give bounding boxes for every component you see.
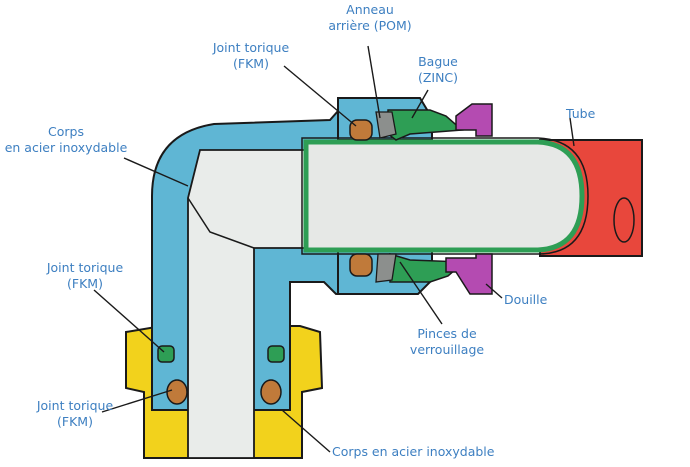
label-joint-torique-top: Joint torique (FKM) [212, 40, 290, 71]
leader-corps-bottom [281, 409, 331, 453]
leader-tube [569, 117, 575, 147]
douille-bottom [445, 253, 493, 295]
label-corps-bottom: Corps en acier inoxydable [332, 444, 495, 459]
label-bague: Bague (ZINC) [417, 54, 459, 85]
o-ring-nut-left-orange [166, 379, 188, 405]
back-ring-bottom [375, 253, 397, 283]
douille-top [455, 103, 493, 137]
leader-douille [485, 283, 503, 299]
label-joint-torique-mid: Joint torique (FKM) [46, 260, 124, 291]
bore-drill-point [187, 197, 255, 249]
label-anneau-arriere: Anneau arrière (POM) [328, 2, 412, 33]
tube-end-ellipse [613, 197, 635, 243]
label-tube: Tube [566, 106, 596, 121]
label-douille: Douille [504, 292, 548, 307]
o-ring-nut-right-green [267, 345, 285, 363]
leader-joint-bottom [101, 389, 173, 413]
leader-lines [93, 45, 575, 453]
leader-joint-top [283, 65, 357, 127]
leader-anneau [367, 45, 381, 119]
back-ring-top [375, 111, 397, 139]
leader-bague [411, 89, 429, 119]
o-ring-flange-bottom [349, 253, 373, 277]
leader-corps-top [123, 157, 189, 187]
leader-joint-mid [93, 289, 165, 353]
label-pinces-de-verrouillage: Pinces de verrouillage [409, 326, 485, 357]
label-corps-top: Corps en acier inoxydable [4, 124, 128, 155]
inserted-tube [303, 139, 585, 253]
inserted-tube-outline [301, 137, 589, 255]
o-ring-nut-right-orange [260, 379, 282, 405]
leader-pinces [399, 261, 443, 325]
label-joint-torique-bottom: Joint torique (FKM) [36, 398, 114, 429]
